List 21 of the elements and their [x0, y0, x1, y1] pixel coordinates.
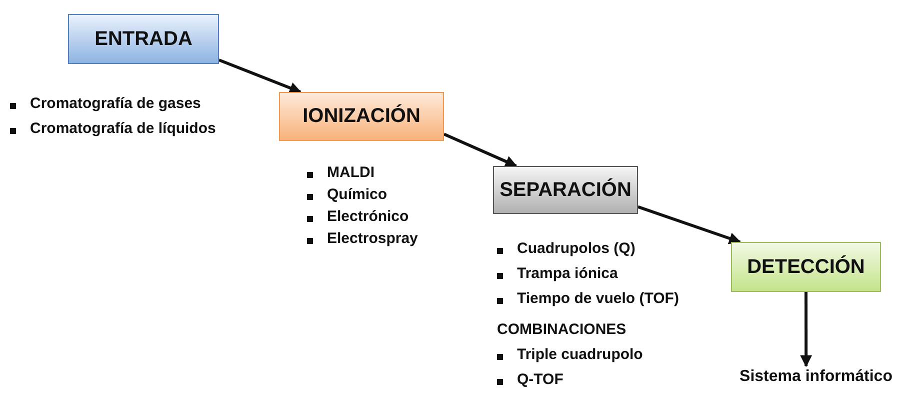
list-item: Cromatografía de líquidos: [30, 120, 216, 137]
list-heading: COMBINACIONES: [497, 321, 626, 338]
list-item: Electrónico: [327, 208, 409, 225]
list-item: Trampa iónica: [517, 265, 618, 282]
stage-box: SEPARACIÓN: [493, 166, 638, 214]
stage-box: ENTRADA: [68, 14, 219, 64]
list-item: MALDI: [327, 164, 374, 181]
list-item: Q-TOF: [517, 371, 564, 388]
list-item: Cuadrupolos (Q): [517, 240, 636, 257]
list-item: Cromatografía de gases: [30, 95, 201, 112]
list-item: Electrospray: [327, 230, 418, 247]
list-item: Tiempo de vuelo (TOF): [517, 290, 679, 307]
stage-box: DETECCIÓN: [731, 242, 881, 292]
list-item: Triple cuadrupolo: [517, 346, 643, 363]
output-label: Sistema informático: [726, 366, 906, 388]
arrow: [443, 132, 518, 168]
stage-box: IONIZACIÓN: [279, 92, 444, 141]
arrow: [638, 205, 742, 244]
list-item: Químico: [327, 186, 388, 203]
arrow: [218, 58, 302, 94]
arrow: [800, 292, 812, 368]
